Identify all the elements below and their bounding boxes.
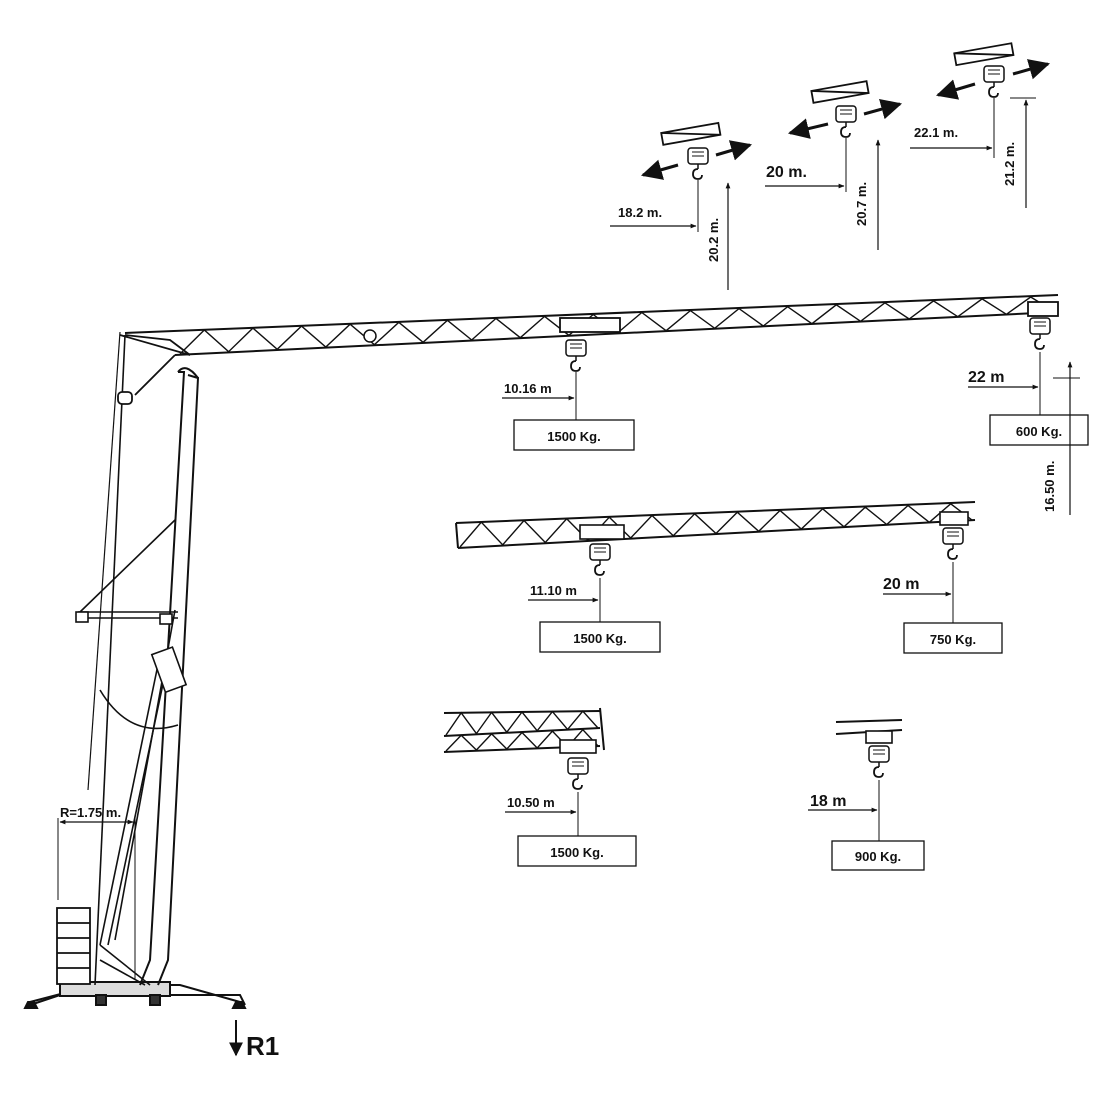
luffed-config-1: 18.2 m. 20.2 m. bbox=[610, 121, 753, 290]
load-box bbox=[513, 419, 635, 451]
luffed-reach-label: 22.1 m. bbox=[914, 125, 958, 140]
tip-load-label: 600 Kg. bbox=[1016, 424, 1062, 439]
tip-height-label: 16.50 m. bbox=[1042, 461, 1057, 512]
luffed-height-label: 21.2 m. bbox=[1002, 142, 1017, 186]
trolley-icon bbox=[559, 739, 597, 754]
main-jib bbox=[124, 294, 1059, 420]
load-box bbox=[903, 622, 1003, 654]
luffed-height-label: 20.7 m. bbox=[854, 182, 869, 226]
short-jib bbox=[443, 707, 903, 790]
crane-mast-structure bbox=[23, 331, 247, 1009]
luffed-reach-label: 20 m. bbox=[766, 164, 807, 181]
crane-mast bbox=[87, 331, 200, 986]
hook-block-icon bbox=[565, 339, 587, 372]
config-horizontal-short: 10.50 m 1500 Kg. 18 m 900 Kg. bbox=[505, 780, 925, 871]
tip-reach-label: 18 m bbox=[810, 793, 846, 810]
hook-block-icon bbox=[835, 105, 857, 138]
load-box bbox=[539, 621, 661, 653]
luffed-config-2: 20 m. 20.7 m. bbox=[765, 80, 903, 250]
crane-base bbox=[23, 981, 247, 1009]
base-radius-label: R=1.75 m. bbox=[60, 805, 121, 820]
tip-reach-label: 22 m bbox=[968, 369, 1004, 386]
jib-pivot bbox=[117, 334, 191, 405]
hook-block-icon bbox=[589, 543, 611, 576]
hook-block-icon bbox=[567, 757, 589, 790]
erection-ram bbox=[99, 609, 188, 986]
tip-reach-label: 20 m bbox=[883, 576, 919, 593]
inner-reach-label: 11.10 m bbox=[530, 583, 577, 598]
luffed-height-label: 20.2 m. bbox=[706, 218, 721, 262]
reaction-marker: R1 bbox=[229, 1020, 279, 1061]
trolley-icon bbox=[939, 511, 969, 526]
tip-load-label: 750 Kg. bbox=[930, 632, 976, 647]
config-horizontal-mid: 11.10 m 1500 Kg. 20 m 750 Kg. bbox=[528, 562, 1003, 654]
load-box bbox=[517, 835, 637, 867]
hook-block-icon bbox=[687, 147, 709, 180]
trolley-icon bbox=[579, 524, 625, 540]
inner-reach-label: 10.16 m bbox=[504, 381, 552, 396]
load-box bbox=[989, 414, 1089, 446]
reaction-label: R1 bbox=[246, 1031, 279, 1061]
main-jib-lattice bbox=[179, 296, 1056, 355]
inner-load-label: 1500 Kg. bbox=[573, 631, 626, 646]
mast-side-frame bbox=[75, 519, 179, 730]
luffed-reach-label: 18.2 m. bbox=[618, 205, 662, 220]
counterweight-icon bbox=[56, 907, 91, 985]
load-box bbox=[831, 840, 925, 871]
inner-load-label: 1500 Kg. bbox=[550, 845, 603, 860]
inner-load-label: 1500 Kg. bbox=[547, 429, 600, 444]
trolley-icon bbox=[559, 301, 1059, 333]
hook-block-icon bbox=[1029, 317, 1051, 350]
trolley-icon bbox=[865, 730, 893, 744]
tip-load-label: 900 Kg. bbox=[855, 849, 901, 864]
mid-jib bbox=[455, 501, 976, 576]
inner-reach-label: 10.50 m bbox=[507, 795, 555, 810]
luffed-config-3: 22.1 m. 21.2 m. bbox=[910, 42, 1051, 208]
mid-jib-lattice bbox=[459, 502, 973, 548]
base-radius-dimension: R=1.75 m. bbox=[57, 805, 136, 980]
config-horizontal-full: 10.16 m 1500 Kg. 22 m 600 Kg. 16.50 m. bbox=[502, 352, 1089, 515]
hook-block-icon bbox=[983, 65, 1005, 98]
hook-block-icon bbox=[868, 745, 890, 778]
hook-block-icon bbox=[942, 527, 964, 560]
